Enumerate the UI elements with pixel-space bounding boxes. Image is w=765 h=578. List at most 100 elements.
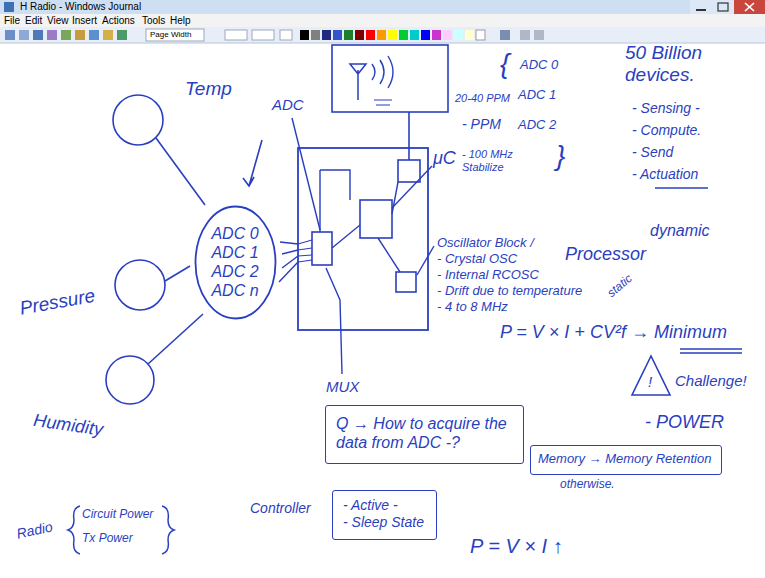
toolbar-icons bbox=[344, 30, 353, 40]
note-line: - Internal RCOSC bbox=[437, 267, 539, 282]
app-icon bbox=[4, 2, 14, 12]
list-item: Circuit Power bbox=[82, 507, 153, 521]
underline bbox=[680, 352, 742, 353]
channel-name: ADC 2 bbox=[518, 117, 556, 132]
menu-item: Help bbox=[170, 15, 191, 27]
menu-item: File bbox=[4, 15, 20, 27]
part-label: MUX bbox=[326, 378, 359, 395]
warning-mark: ! bbox=[648, 373, 652, 390]
toolbar-icons bbox=[534, 30, 544, 40]
note-line: - Internal RCOSC bbox=[437, 268, 539, 283]
list-item: - Actuation bbox=[632, 166, 698, 182]
note-line: - 4 to 8 MHz bbox=[437, 299, 508, 314]
toolbar-icons bbox=[454, 30, 463, 40]
menu-item: Insert bbox=[72, 15, 97, 27]
note-line: - PPM bbox=[462, 116, 501, 132]
toolbar-icons bbox=[322, 30, 331, 40]
list-item: Tx Power bbox=[82, 532, 133, 546]
note-line: - Drift due to temperature bbox=[437, 283, 582, 298]
power-formula: P = V × I + CV²f → Minimum bbox=[500, 322, 727, 342]
node-text-group: - Active -- Sleep State bbox=[343, 497, 424, 531]
mux-block bbox=[312, 232, 332, 265]
chip-outline bbox=[298, 148, 428, 330]
note-line: 20-40 PPM bbox=[455, 92, 510, 104]
list-item: - Send bbox=[632, 144, 673, 160]
node-text: ADC n bbox=[211, 281, 258, 300]
menu-item: View bbox=[47, 15, 69, 26]
zoom-setting: Page Width bbox=[150, 30, 191, 39]
toolbar-icons bbox=[410, 30, 419, 40]
underline bbox=[655, 187, 708, 188]
brace: } bbox=[556, 140, 565, 171]
sensor-circle bbox=[106, 356, 154, 404]
menu-item: Insert bbox=[72, 15, 97, 26]
channel-name: ADC 2 bbox=[518, 118, 556, 133]
mcu-block bbox=[360, 200, 392, 238]
toolbar-icons bbox=[366, 30, 375, 40]
channel-name: ADC 0 bbox=[520, 58, 558, 73]
sensor-label: Pressure bbox=[18, 285, 97, 320]
chip-traces bbox=[320, 170, 400, 272]
note-line: - 100 MHz Stabilize bbox=[462, 148, 513, 173]
list-item: - Actuation bbox=[632, 166, 698, 182]
menu-item: Tools bbox=[142, 15, 165, 27]
part-label: μC bbox=[433, 148, 456, 169]
toolbar-icons bbox=[399, 30, 408, 40]
close-glyph bbox=[745, 3, 754, 11]
leader-line bbox=[292, 118, 320, 230]
note-word: - POWER bbox=[645, 412, 724, 433]
antenna-feed bbox=[408, 112, 410, 160]
sensor-label: Temp bbox=[185, 78, 232, 99]
toolbar-icons bbox=[89, 30, 99, 40]
node-text: ADC 2 bbox=[211, 262, 258, 281]
window-title: H Radio - Windows Journal bbox=[20, 1, 141, 13]
list-item: - Sensing - bbox=[632, 100, 700, 116]
menu-item: File bbox=[4, 15, 20, 26]
list-item: Circuit Power bbox=[82, 508, 153, 522]
radio-waves bbox=[372, 56, 393, 88]
menu-item: Actions bbox=[102, 15, 135, 26]
power-formula: P = V × I + CV²f → Minimum bbox=[500, 322, 727, 343]
pointer-arrow bbox=[243, 140, 262, 186]
node-text-group: ADC 0ADC 1ADC 2ADC n bbox=[211, 224, 258, 301]
channel-name: ADC 0 bbox=[520, 57, 558, 72]
menu-item: Actions bbox=[102, 15, 135, 27]
toolbar-icons bbox=[421, 30, 430, 40]
sensor-wire bbox=[165, 266, 190, 281]
toolbar-icons bbox=[280, 30, 292, 40]
brace: { bbox=[500, 48, 509, 79]
node-text-group: Q → How to acquire the data from ADC -? bbox=[336, 414, 511, 452]
zoom-setting: Page Width bbox=[150, 30, 191, 39]
menu-bar bbox=[0, 14, 765, 27]
note-word: otherwise. bbox=[560, 477, 615, 491]
toolbar-icons bbox=[355, 30, 364, 40]
note-line: - 4 to 8 MHz bbox=[437, 300, 508, 315]
node-text: Q → How to acquire the data from ADC -? bbox=[336, 414, 511, 452]
note-line: 20-40 PPM bbox=[455, 92, 510, 105]
note-word: Challenge! bbox=[675, 372, 747, 389]
sensor-wire bbox=[148, 314, 203, 364]
list-item: - Sensing - bbox=[632, 100, 700, 116]
list-item: - Compute. bbox=[632, 122, 701, 138]
oval-outline bbox=[194, 205, 277, 320]
toolbar-icons bbox=[252, 30, 274, 40]
toolbar-icons bbox=[103, 30, 113, 40]
toolbar-icons bbox=[300, 30, 309, 40]
toolbar-icons bbox=[33, 30, 43, 40]
part-label: MUX bbox=[326, 378, 359, 395]
node-text: - Sleep State bbox=[343, 514, 424, 531]
close-button bbox=[734, 0, 765, 14]
brace: } bbox=[556, 140, 565, 172]
note-heading: 50 Billion devices. bbox=[625, 42, 702, 85]
note-word: Challenge! bbox=[675, 372, 747, 389]
menu-item: View bbox=[47, 15, 69, 27]
toolbar-icons bbox=[388, 30, 397, 40]
brace bbox=[68, 506, 80, 554]
block-heading: Controller bbox=[250, 500, 311, 516]
antenna-symbol bbox=[350, 64, 366, 100]
node-text: Memory → Memory Retention bbox=[538, 451, 711, 467]
part-label: ADC bbox=[272, 96, 304, 113]
toolbar-icons bbox=[75, 30, 85, 40]
note-heading: 50 Billion devices. bbox=[625, 42, 730, 86]
